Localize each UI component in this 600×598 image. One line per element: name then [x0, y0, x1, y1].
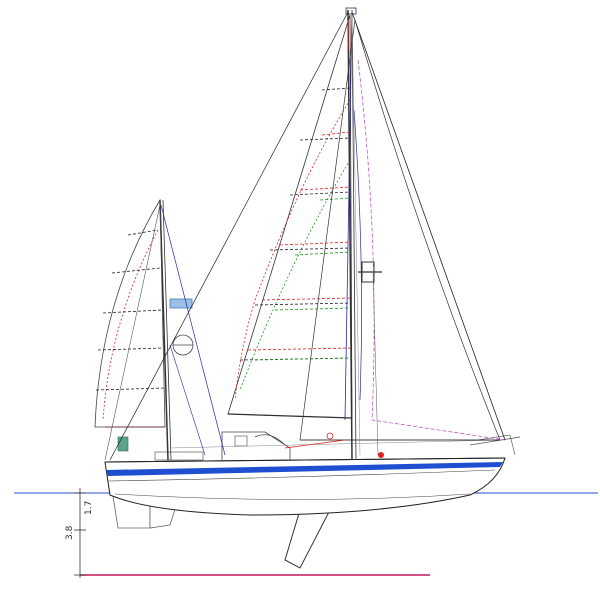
main-mast [347, 9, 353, 461]
staysail-blue [353, 109, 362, 401]
staysail-magenta [357, 59, 506, 441]
bow-sprit [469, 436, 521, 446]
backstay [109, 11, 349, 461]
mizzen-mast-inner [162, 199, 172, 461]
mizzen-sail [94, 198, 166, 428]
forestay [351, 11, 506, 441]
lifeline [169, 439, 501, 449]
masthead [345, 7, 357, 15]
draft-dimension [74, 488, 86, 578]
inner-forestay [344, 11, 353, 421]
mizzen-forestay [160, 204, 226, 456]
draft-label-total: 3.8 [65, 525, 75, 540]
main-green-battens [254, 197, 353, 361]
cap-shroud [351, 13, 361, 456]
mizzen-shroud [169, 344, 206, 456]
bow-light [378, 452, 384, 458]
main-sheet-track [284, 439, 346, 449]
doghouse [221, 431, 291, 460]
bow-pulpit [477, 434, 516, 456]
mizzen-reef-line [102, 229, 159, 421]
cockpit-seat [154, 451, 204, 461]
radar-dome [169, 298, 193, 309]
main-reef-green [239, 159, 351, 391]
winch [117, 436, 129, 452]
mizzen-battens [95, 229, 166, 391]
main-mast-inner [351, 9, 357, 461]
deck-winch [326, 432, 334, 440]
hull-stripe [106, 462, 503, 476]
genoa [299, 19, 501, 441]
main-reef-red [234, 99, 351, 401]
draft-label-upper: 1.7 [84, 501, 94, 515]
hull-bottom-line [114, 493, 471, 500]
lower-shroud [372, 271, 379, 456]
deck-line [104, 457, 506, 463]
dodger [254, 434, 286, 446]
mizzen-backstay [104, 204, 161, 461]
main-sail [227, 14, 353, 419]
main-red-battens [247, 131, 353, 351]
hull-sheer-line [107, 469, 496, 482]
hatch [234, 435, 248, 447]
keel-fin [284, 509, 331, 569]
